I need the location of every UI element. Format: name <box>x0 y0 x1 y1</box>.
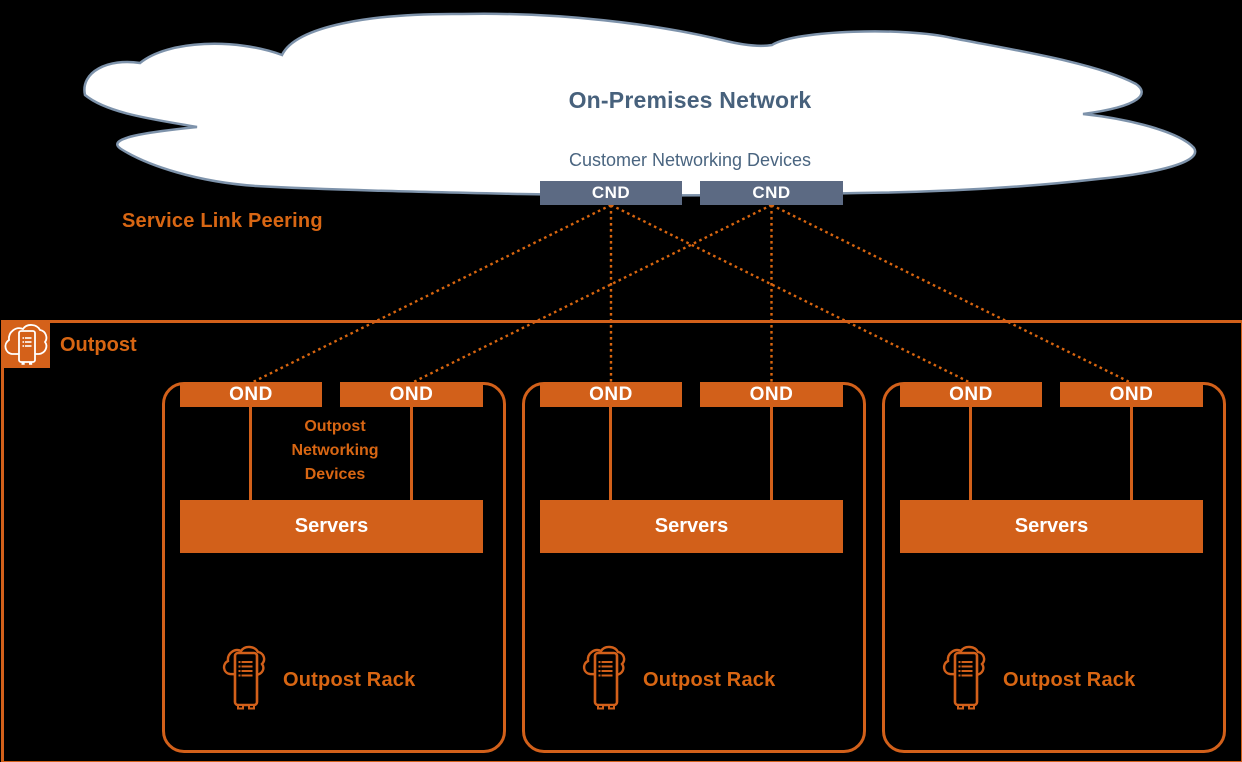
cnd-box-1: CND <box>540 181 682 205</box>
ond-server-link <box>1130 406 1133 500</box>
outposts-icon <box>2 320 50 368</box>
note-line: Devices <box>304 466 366 483</box>
note-line: Outpost <box>304 418 366 435</box>
service-link-peering-label: Service Link Peering <box>122 210 323 232</box>
outposts-icon-vents <box>22 337 32 347</box>
ond-box: OND <box>180 383 322 407</box>
outpost-rack-label: Outpost Rack <box>283 669 416 691</box>
ond-server-link <box>969 406 972 500</box>
cloud-outline <box>83 12 1197 197</box>
note-line: Networking <box>291 442 379 459</box>
service-link-line-cnd2-rack1 <box>410 203 773 385</box>
service-link-line-cnd1-rack3 <box>610 203 972 385</box>
outposts-icon-foot <box>29 362 33 365</box>
ond-server-link <box>410 406 413 500</box>
outpost-rack-panel-2: OND OND Servers Outpost Rack <box>522 382 866 753</box>
cnd-box-2: CND <box>700 181 843 205</box>
ond-box: OND <box>900 383 1042 407</box>
ond-gap <box>1042 382 1060 408</box>
outpost-networking-devices-note: Outpost Networking Devices <box>255 415 415 487</box>
outpost-rack-icon <box>582 645 626 710</box>
outposts-icon-foot <box>21 362 25 365</box>
outpost-label: Outpost <box>60 334 137 356</box>
ond-box: OND <box>700 383 843 407</box>
outpost-rack-panel-3: OND OND Servers Outpost Rack <box>882 382 1226 753</box>
service-link-line-cnd1-rack1 <box>250 203 612 385</box>
ond-box: OND <box>540 383 682 407</box>
ond-gap <box>322 382 340 408</box>
ond-gap <box>682 382 700 408</box>
service-link-line-cnd2-rack3 <box>770 203 1133 385</box>
outpost-rack-icon <box>942 645 986 710</box>
servers-bar: Servers <box>540 500 843 553</box>
customer-networking-devices-caption: Customer Networking Devices <box>568 150 812 170</box>
ond-server-link <box>249 406 252 500</box>
outpost-rack-label: Outpost Rack <box>643 669 776 691</box>
outpost-rack-icon <box>222 645 266 710</box>
servers-bar: Servers <box>180 500 483 553</box>
ond-server-link <box>770 406 773 500</box>
ond-box: OND <box>1060 383 1203 407</box>
ond-server-link <box>609 406 612 500</box>
servers-bar: Servers <box>900 500 1203 553</box>
outpost-rack-panel-1: OND OND Outpost Networking Devices Serve… <box>162 382 506 753</box>
on-premises-network-title: On-Premises Network <box>568 87 812 113</box>
outpost-rack-label: Outpost Rack <box>1003 669 1136 691</box>
ond-box: OND <box>340 383 483 407</box>
